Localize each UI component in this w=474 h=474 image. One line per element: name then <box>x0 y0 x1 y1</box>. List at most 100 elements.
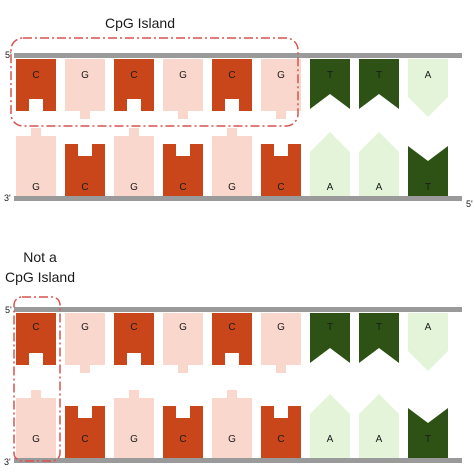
guanine-shape <box>114 390 154 458</box>
upper-strand-base-cytosine: C <box>16 59 56 111</box>
base-letter: C <box>179 182 186 193</box>
thymine-shape <box>359 59 399 109</box>
adenine-shape <box>359 394 399 458</box>
lower-strand-base-cytosine: C <box>65 144 105 196</box>
cytosine-shape <box>114 59 154 111</box>
base-letter: C <box>81 434 88 445</box>
guanine-shape <box>261 313 301 373</box>
lower-strand-base-cytosine: C <box>163 144 203 196</box>
base-letter: G <box>81 322 89 333</box>
guanine-shape <box>212 390 252 458</box>
upper-strand-base-thymine: T <box>310 59 350 109</box>
base-letter: C <box>81 182 88 193</box>
base-letter: A <box>425 322 432 333</box>
bottom-5prime-mark: 5' <box>5 305 12 315</box>
base-letter: C <box>277 434 284 445</box>
bottom-panel: Not a CpG Island 5' 3' C G C G C G T T A G C G C G C A A… <box>4 249 462 467</box>
base-letter: T <box>425 434 431 445</box>
base-letter: G <box>130 182 138 193</box>
upper-strand-base-cytosine: C <box>16 313 56 365</box>
base-letter: G <box>32 182 40 193</box>
cytosine-shape <box>114 313 154 365</box>
lower-strand-base-guanine: G <box>212 390 252 458</box>
lower-strand-base-guanine: G <box>16 128 56 196</box>
adenine-shape <box>359 132 399 196</box>
lower-strand-base-adenine: A <box>310 394 350 458</box>
cytosine-shape <box>163 406 203 458</box>
top-upper-backbone <box>14 53 462 58</box>
upper-strand-base-guanine: G <box>65 59 105 119</box>
top-5prime-mark: 5' <box>5 50 12 60</box>
guanine-shape <box>261 59 301 119</box>
upper-strand-base-thymine: T <box>310 313 350 363</box>
upper-strand-base-cytosine: C <box>114 313 154 365</box>
bottom-3prime-mark: 3' <box>4 457 11 467</box>
base-letter: T <box>425 182 431 193</box>
thymine-shape <box>310 59 350 109</box>
cytosine-shape <box>163 144 203 196</box>
upper-strand-base-cytosine: C <box>212 59 252 111</box>
upper-strand-base-guanine: G <box>261 59 301 119</box>
cytosine-shape <box>212 59 252 111</box>
upper-strand-base-adenine: A <box>408 313 448 371</box>
lower-strand-base-cytosine: C <box>261 406 301 458</box>
adenine-shape <box>310 394 350 458</box>
base-letter: T <box>327 322 333 333</box>
base-letter: C <box>277 182 284 193</box>
base-letter: G <box>228 182 236 193</box>
upper-strand-base-thymine: T <box>359 59 399 109</box>
adenine-shape <box>408 59 448 117</box>
base-letter: G <box>81 70 89 81</box>
cytosine-shape <box>65 144 105 196</box>
upper-strand-base-cytosine: C <box>114 59 154 111</box>
upper-strand-base-cytosine: C <box>212 313 252 365</box>
upper-strand-base-guanine: G <box>65 313 105 373</box>
top-lower-backbone <box>14 196 462 201</box>
upper-strand-base-guanine: G <box>163 59 203 119</box>
base-letter: C <box>130 322 137 333</box>
bottom-panel-label-line2: CpG Island <box>5 269 75 285</box>
guanine-shape <box>16 128 56 196</box>
lower-strand-base-cytosine: C <box>65 406 105 458</box>
top-right-5prime-mark: 5' <box>466 199 473 209</box>
base-letter: A <box>327 182 334 193</box>
base-letter: C <box>32 70 39 81</box>
base-letter: A <box>327 434 334 445</box>
bottom-upper-backbone <box>14 307 462 312</box>
base-letter: G <box>277 322 285 333</box>
upper-strand-base-guanine: G <box>261 313 301 373</box>
lower-strand-base-cytosine: C <box>261 144 301 196</box>
not-cpg-island-highlight-box <box>13 296 61 462</box>
lower-strand-base-cytosine: C <box>163 406 203 458</box>
base-letter: A <box>376 434 383 445</box>
thymine-shape <box>359 313 399 363</box>
cytosine-shape <box>261 406 301 458</box>
base-letter: T <box>327 70 333 81</box>
cytosine-shape <box>212 313 252 365</box>
base-letter: C <box>228 322 235 333</box>
top-panel-label: CpG Island <box>105 15 175 31</box>
cytosine-shape <box>65 406 105 458</box>
lower-strand-base-thymine: T <box>408 408 448 458</box>
lower-strand-base-adenine: A <box>359 132 399 196</box>
guanine-shape <box>163 313 203 373</box>
upper-strand-base-adenine: A <box>408 59 448 117</box>
base-letter: C <box>130 70 137 81</box>
lower-strand-base-guanine: G <box>114 128 154 196</box>
base-letter: G <box>130 434 138 445</box>
guanine-shape <box>163 59 203 119</box>
base-letter: A <box>376 182 383 193</box>
lower-strand-base-guanine: G <box>16 390 56 458</box>
thymine-shape <box>408 146 448 196</box>
base-letter: G <box>179 322 187 333</box>
bottom-panel-label-line1: Not a <box>23 249 57 265</box>
bottom-lower-backbone <box>14 458 462 463</box>
base-letter: C <box>179 434 186 445</box>
lower-strand-base-adenine: A <box>310 132 350 196</box>
guanine-shape <box>114 128 154 196</box>
base-letter: C <box>32 322 39 333</box>
